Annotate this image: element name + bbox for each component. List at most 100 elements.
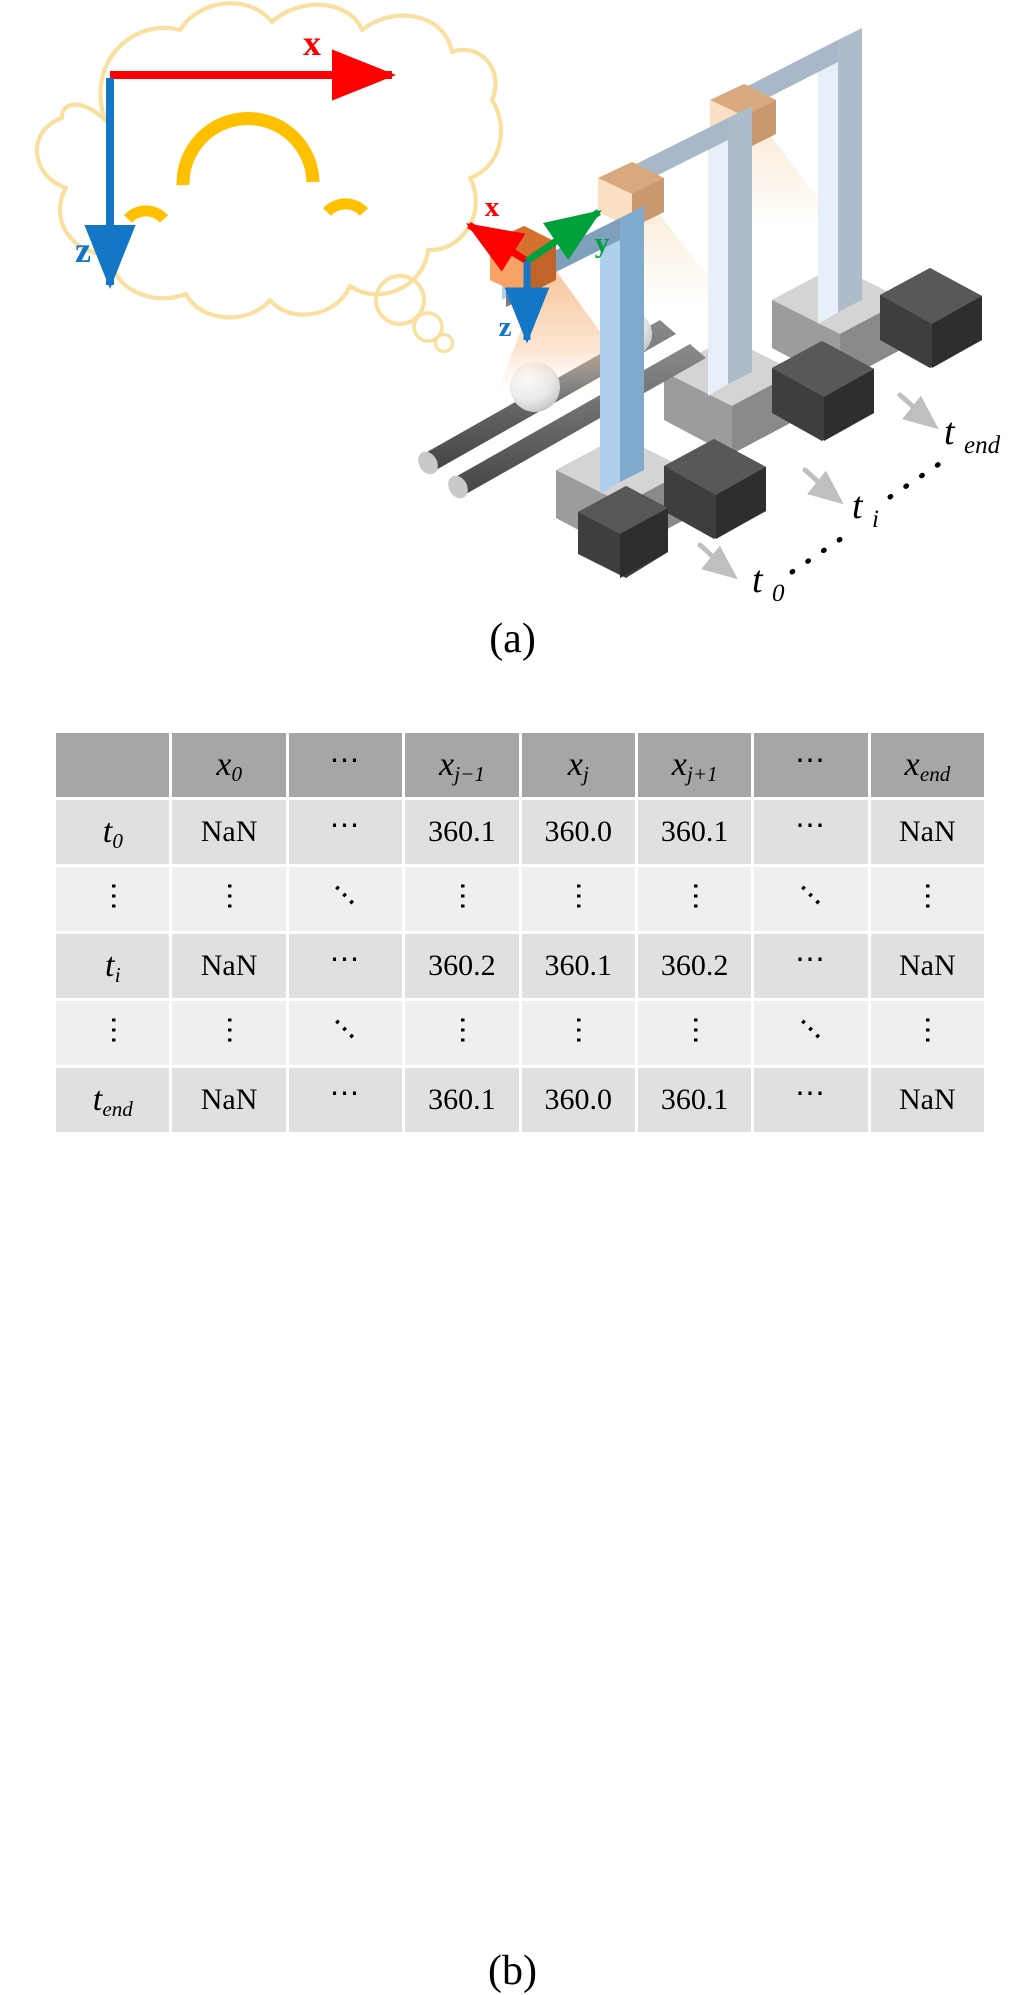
table-row: ⋯ ⋯ ⋯ ⋯ ⋯ ⋯ ⋯ ⋯ <box>56 867 984 931</box>
label-t0: t 0 <box>752 559 785 607</box>
col-xjm1-sub: j−1 <box>454 762 485 787</box>
row-label-ti: ti <box>56 934 170 998</box>
label-t0-sub: 0 <box>772 580 785 607</box>
cell-t0-xend: NaN <box>870 800 984 864</box>
cell-tend-dots-right: ⋯ <box>754 1068 868 1132</box>
row-t0-sub: 0 <box>112 829 123 854</box>
cell-tend-xjm1: 360.1 <box>405 1068 519 1132</box>
col-xjm1-base: x <box>438 746 455 783</box>
col-xj-base: x <box>567 746 583 783</box>
dots-t0-ti <box>789 531 851 575</box>
label-tend-base: t <box>944 411 956 453</box>
table-corner-header <box>56 733 170 797</box>
col-xend-sub: end <box>919 762 951 787</box>
cloud-axes: x z <box>75 23 396 289</box>
cloud-bubble-medium <box>412 311 444 343</box>
column-header-xjp1: xj+1 <box>637 733 752 797</box>
cell-vdots-xjp1-2: ⋯ <box>637 1001 752 1065</box>
front-column-face <box>600 218 620 494</box>
label-ti: t i <box>852 485 879 533</box>
label-tend: t end <box>944 411 1001 459</box>
cloud-axis-z-label: z <box>75 230 91 270</box>
cell-ddots-left-2: ⋯ <box>288 1001 403 1065</box>
cloud-bubble-small <box>433 332 455 354</box>
cell-t0-dots-right: ⋯ <box>754 800 868 864</box>
cell-tend-xj: 360.0 <box>521 1068 635 1132</box>
machine-illustration-svg: x z <box>34 1 1001 607</box>
cell-ti-dots-right: ⋯ <box>754 934 868 998</box>
col-xjp1-base: x <box>671 746 687 783</box>
cell-vdots-xend-1: ⋯ <box>870 867 984 931</box>
mid-sensor-top <box>598 162 664 194</box>
imagined-arcs <box>123 112 369 223</box>
machine-axis-x-label: x <box>485 191 500 223</box>
arrow-to-tend <box>897 392 939 430</box>
cell-vdots-xj-1: ⋯ <box>521 867 635 931</box>
cell-tend-x0: NaN <box>172 1068 286 1132</box>
table-header-row: x0 ⋯ xj−1 xj xj+1 ⋯ <box>56 733 984 797</box>
column-header-dots-right: ⋯ <box>754 733 868 797</box>
cell-tend-dots-left: ⋯ <box>288 1068 403 1132</box>
table-head: x0 ⋯ xj−1 xj xj+1 ⋯ <box>56 733 984 797</box>
table-row: tend NaN ⋯ 360.1 360.0 360.1 ⋯ NaN <box>56 1068 984 1132</box>
cell-t0-xj: 360.0 <box>521 800 635 864</box>
cell-vdots-xjm1-2: ⋯ <box>405 1001 519 1065</box>
mid-column-side <box>728 106 752 384</box>
machine-axis-y-label: y <box>595 227 610 259</box>
rear-column-face <box>818 40 838 324</box>
cell-vdots-xend-2: ⋯ <box>870 1001 984 1065</box>
rear-sensor-top <box>710 84 776 116</box>
machine-axes: x y z <box>466 191 610 344</box>
col-x0-base: x <box>216 746 232 783</box>
arrow-to-ti <box>802 467 844 505</box>
cell-t0-xjm1: 360.1 <box>405 800 519 864</box>
row-t0-base: t <box>102 813 113 850</box>
dots-ti-tend <box>887 455 951 500</box>
cell-vdots-xj-2: ⋯ <box>521 1001 635 1065</box>
machine-axis-y-arrow <box>525 209 602 264</box>
cloud-axis-x-label: x <box>303 23 321 63</box>
panel-b-caption: (b) <box>488 1948 537 1994</box>
table-row: ⋯ ⋯ ⋯ ⋯ ⋯ ⋯ ⋯ ⋯ <box>56 1001 984 1065</box>
table-body: t0 NaN ⋯ 360.1 360.0 360.1 ⋯ NaN ⋯ ⋯ ⋯ ⋯… <box>56 800 984 1132</box>
cell-ti-x0: NaN <box>172 934 286 998</box>
cell-ti-xj: 360.1 <box>521 934 635 998</box>
col-x0-sub: 0 <box>231 762 243 787</box>
cell-vdots-xjp1-1: ⋯ <box>637 867 752 931</box>
rear-column-side <box>838 28 862 312</box>
cell-ddots-left-1: ⋯ <box>288 867 403 931</box>
label-ti-sub: i <box>872 506 879 533</box>
rail-upper-cap <box>418 451 438 475</box>
cell-t0-x0: NaN <box>172 800 286 864</box>
panel-a-caption: (a) <box>489 616 536 662</box>
table-row: ti NaN ⋯ 360.2 360.1 360.2 ⋯ NaN <box>56 934 984 998</box>
cell-vdots-rowlabel-1: ⋯ <box>56 867 170 931</box>
cell-tend-xjp1: 360.1 <box>637 1068 752 1132</box>
panel-a-illustration: x z <box>0 0 1025 700</box>
cloud-outline <box>34 1 504 320</box>
arc-small-right <box>322 198 369 216</box>
arc-small-left <box>123 205 169 223</box>
rail-lower-cap <box>448 475 468 499</box>
cell-t0-xjp1: 360.1 <box>637 800 752 864</box>
panel-b-table: x0 ⋯ xj−1 xj xj+1 ⋯ <box>0 715 1025 1994</box>
thought-cloud <box>34 1 504 354</box>
front-dark-block-top <box>664 439 766 495</box>
column-header-xj: xj <box>521 733 635 797</box>
cell-ti-dots-left: ⋯ <box>288 934 403 998</box>
machine-axis-z-label: z <box>499 311 512 343</box>
cell-vdots-x0-2: ⋯ <box>172 1001 286 1065</box>
cell-ti-xend: NaN <box>870 934 984 998</box>
mid-sensor-left <box>598 178 632 228</box>
label-t0-base: t <box>752 559 764 601</box>
column-header-xend: xend <box>870 733 984 797</box>
front-dark-block-right <box>716 467 766 539</box>
machine-axis-x-arrow <box>466 222 529 272</box>
column-header-x0: x0 <box>172 733 286 797</box>
col-xjp1-sub: j+1 <box>687 762 718 787</box>
rear-dark-block-right <box>932 296 982 368</box>
table-row: t0 NaN ⋯ 360.1 360.0 360.1 ⋯ NaN <box>56 800 984 864</box>
row-label-t0: t0 <box>56 800 170 864</box>
cell-ti-xjp1: 360.2 <box>637 934 752 998</box>
